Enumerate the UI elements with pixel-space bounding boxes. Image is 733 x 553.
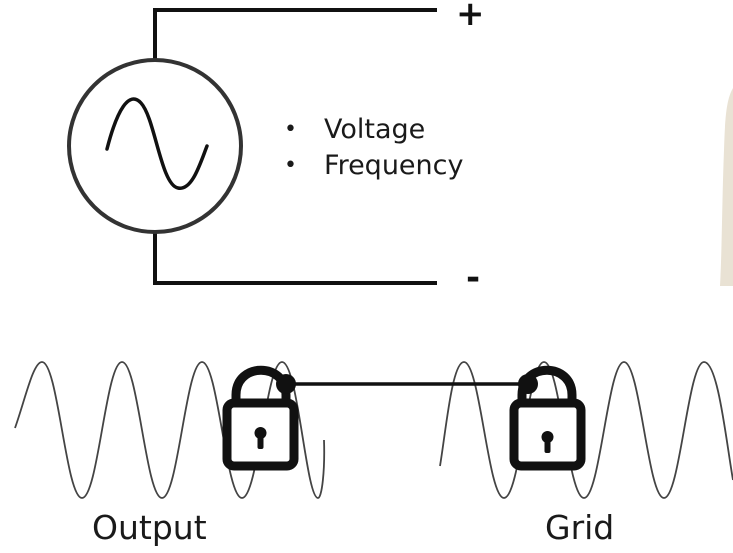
lock-icon xyxy=(222,365,299,471)
positive-terminal-label: + xyxy=(456,0,485,34)
ac-source-sine xyxy=(105,97,209,190)
bullet-frequency: Frequency xyxy=(282,148,463,184)
grid-waveform xyxy=(439,361,733,499)
top-wire xyxy=(153,8,437,64)
output-label: Output xyxy=(92,508,207,547)
lock-icon xyxy=(509,365,586,471)
grid-label: Grid xyxy=(545,508,615,547)
bottom-wire xyxy=(153,228,437,285)
background-photo-edge xyxy=(720,88,733,286)
bullet-voltage: Voltage xyxy=(282,112,463,148)
negative-terminal-label: - xyxy=(466,258,481,298)
source-parameter-list: Voltage Frequency xyxy=(282,112,463,184)
ac-source-icon xyxy=(67,58,243,234)
